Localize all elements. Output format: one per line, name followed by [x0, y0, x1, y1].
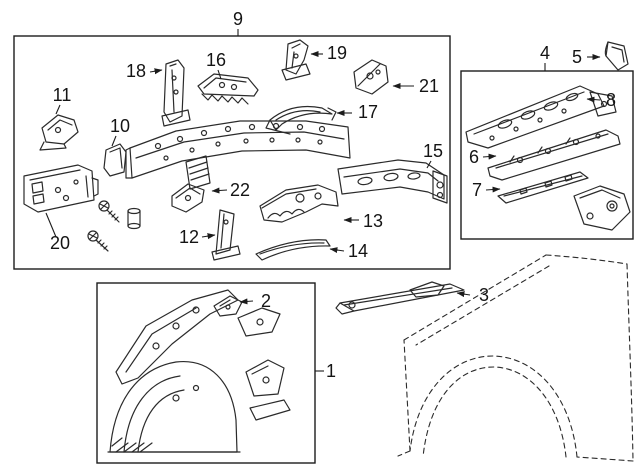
- callout-5-label: 5: [572, 47, 582, 67]
- part-19-bracket-drawing: [281, 39, 311, 81]
- bolt-icon: [98, 200, 120, 223]
- callout-22-label: 22: [230, 180, 250, 200]
- part-10-bracket-drawing: [103, 143, 127, 177]
- callout-13-label: 13: [363, 211, 383, 231]
- wheelhouse-parts-box: [96, 282, 316, 464]
- part-2-bracket-drawing: [213, 295, 243, 317]
- callout-3-leader: [456, 291, 471, 298]
- main-assembly-box: [13, 35, 451, 270]
- callout-21-label: 21: [419, 76, 439, 96]
- callout-7-leader: [485, 186, 501, 193]
- callout-16-leader: [217, 69, 222, 80]
- part-21-bracket-drawing: [353, 59, 389, 95]
- callout-11-label: 11: [53, 85, 72, 105]
- callout-12-leader: [201, 233, 216, 240]
- rail-parts-box: [460, 70, 634, 240]
- splash-shield-piece-drawing: [249, 399, 291, 421]
- bolt-icon: [87, 230, 109, 252]
- callout-10-leader: [111, 135, 117, 147]
- callout-19-label: 19: [327, 43, 347, 63]
- callout-20-label: 20: [50, 233, 70, 253]
- part-8-rail-drawing: [465, 85, 617, 149]
- callout-1-label: 1: [326, 361, 336, 381]
- callout-14-label: 14: [348, 241, 368, 261]
- callout-4-label: 4: [540, 43, 550, 63]
- callout-12-label: 12: [179, 227, 199, 247]
- callout-22-leader: [211, 187, 228, 194]
- part-12-brace-drawing: [211, 209, 241, 261]
- callout-18-label: 18: [126, 61, 146, 81]
- apron-support-drawing: [237, 307, 281, 337]
- part-15-rail-drawing: [337, 159, 448, 204]
- part-22-bracket-drawing: [171, 183, 205, 213]
- part-16-bracket-drawing: [197, 73, 259, 105]
- part-11-bracket-drawing: [39, 114, 79, 151]
- part-14-strip-drawing: [255, 239, 331, 261]
- callout-2-leader: [239, 298, 254, 305]
- callout-14-leader: [329, 247, 345, 254]
- wheelhouse-dome-drawing: [107, 360, 241, 453]
- part-17-channel-drawing: [265, 105, 337, 135]
- rail-end-bracket-drawing: [573, 185, 631, 231]
- part-6-rail-drawing: [487, 129, 621, 181]
- callout-9-label: 9: [233, 9, 243, 29]
- part-frame-rail-drawing: [125, 120, 351, 190]
- part-20-bumper-bracket-drawing: [23, 164, 99, 213]
- fender-outline-drawing: [397, 254, 634, 462]
- wheelhouse-bracket-drawing: [245, 359, 285, 397]
- callout-15-label: 15: [423, 141, 443, 161]
- part-5-bracket-drawing: [604, 41, 629, 71]
- part-7-rail-drawing: [497, 171, 589, 204]
- callout-18-leader: [149, 68, 163, 75]
- callout-11-leader: [55, 104, 61, 115]
- fender-apron-panel-drawing: [115, 289, 239, 385]
- callout-17-label: 17: [358, 102, 378, 122]
- part-18-bracket-drawing: [161, 59, 191, 127]
- spacer-sleeve-icon: [127, 207, 141, 230]
- callout-8-label: 8: [606, 90, 616, 110]
- callout-10-label: 10: [110, 116, 130, 136]
- part-13-bracket-drawing: [259, 184, 339, 223]
- callout-7-label: 7: [472, 180, 482, 200]
- part-3-rail-drawing: [335, 281, 465, 315]
- callout-15-leader: [426, 160, 432, 169]
- callout-3-label: 3: [479, 285, 489, 305]
- callout-6-leader: [482, 153, 497, 160]
- callout-20-leader: [45, 212, 57, 238]
- callout-6-label: 6: [469, 147, 479, 167]
- callout-16-label: 16: [206, 50, 226, 70]
- callout-2-label: 2: [261, 291, 271, 311]
- callout-8-leader: [586, 96, 601, 103]
